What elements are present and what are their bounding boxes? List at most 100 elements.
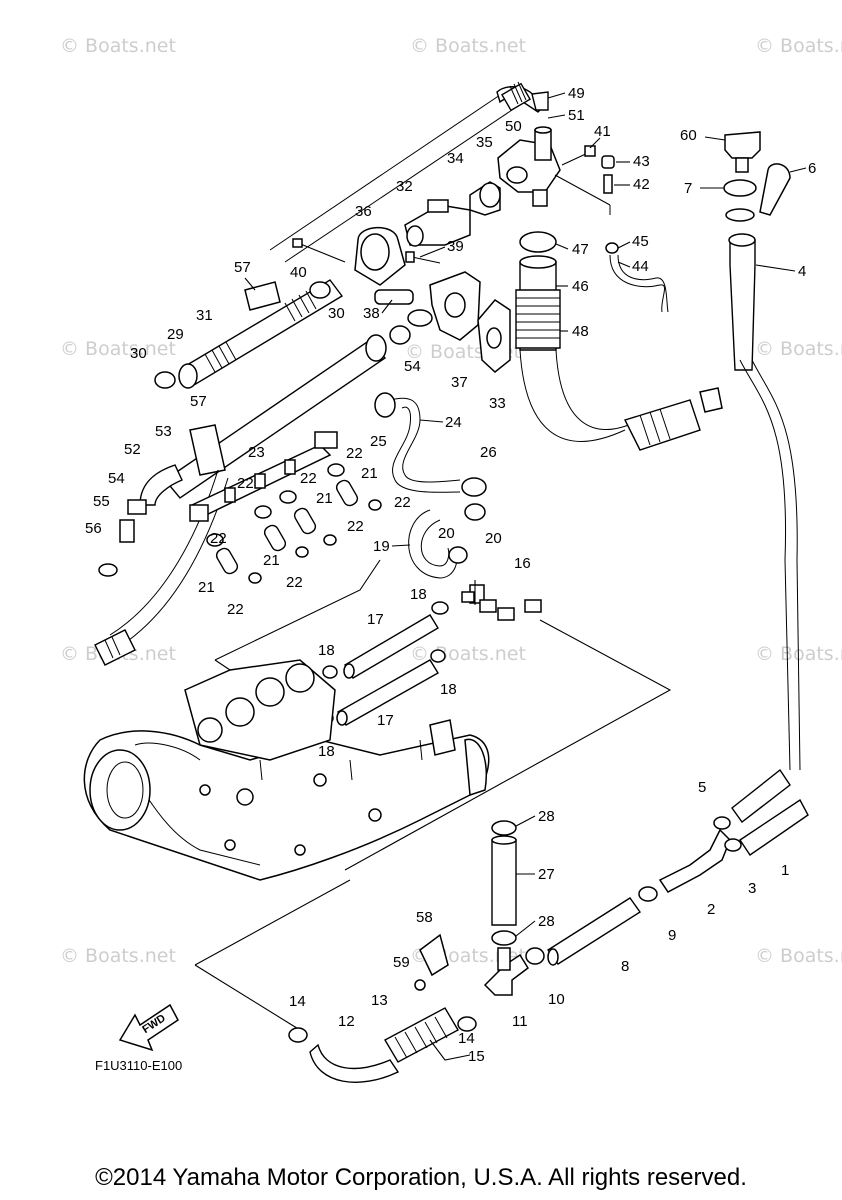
clamp-30: [309, 281, 331, 299]
clamp-56: [98, 563, 118, 577]
fwd-arrow: FWD: [118, 1003, 179, 1052]
callout-10: 10: [548, 991, 565, 1008]
callout-48: 48: [572, 323, 589, 340]
clamp-20a: [464, 503, 486, 521]
upper-assembly: [269, 81, 801, 771]
callout-60: 60: [680, 127, 697, 144]
callout-21: 21: [316, 490, 333, 507]
manifold-23: [189, 431, 338, 522]
callout-37: 37: [451, 374, 468, 391]
callout-50: 50: [505, 118, 522, 135]
clamp-26: [461, 477, 487, 497]
bellows-31b: [284, 290, 317, 322]
parts-diagram: © Boats.net © Boats.net © Boats.net © Bo…: [60, 35, 842, 1083]
bracket-57: [244, 281, 281, 311]
leader-line: [547, 92, 566, 99]
hose-1: [739, 798, 809, 856]
clamp-28a: [491, 820, 517, 836]
leader-line: [515, 815, 536, 827]
callout-40: 40: [290, 264, 307, 281]
hose-upper-1: [731, 768, 791, 823]
leader-line: [617, 241, 631, 249]
callout-21: 21: [198, 579, 215, 596]
callout-14: 14: [289, 993, 306, 1010]
callout-47: 47: [572, 241, 589, 258]
callout-31: 31: [196, 307, 213, 324]
callout-36: 36: [355, 203, 372, 220]
callout-5: 5: [698, 779, 706, 796]
callout-16: 16: [514, 555, 531, 572]
lower-assembly: [288, 768, 809, 1083]
leader-line: [419, 246, 446, 258]
bellows-31: [204, 341, 237, 373]
bracket-58: [419, 933, 449, 977]
watermark: © Boats.net: [60, 338, 176, 360]
filler-neck-4: [729, 239, 756, 371]
bolt-59: [414, 979, 426, 991]
callout-23: 23: [248, 444, 265, 461]
watermark: © Boats.net: [755, 338, 842, 360]
callout-42: 42: [633, 176, 650, 193]
callout-30: 30: [328, 305, 345, 322]
callout-6: 6: [808, 160, 816, 177]
leader-line: [755, 264, 796, 272]
callout-30: 30: [130, 345, 147, 362]
tie-15: [429, 1039, 471, 1061]
callout-20: 20: [485, 530, 502, 547]
callout-17: 17: [377, 712, 394, 729]
clamp-30-left: [154, 371, 176, 389]
callout-24: 24: [445, 414, 462, 431]
callout-53: 53: [155, 423, 172, 440]
callout-21: 21: [361, 465, 378, 482]
callout-18: 18: [318, 642, 335, 659]
clamp-28b: [491, 930, 517, 946]
callout-18: 18: [440, 681, 457, 698]
copyright-notice: ©2014 Yamaha Motor Corporation, U.S.A. A…: [95, 1164, 747, 1191]
bellows-50: [501, 81, 531, 112]
bellows-lower-left: [94, 629, 136, 666]
pipe-27: [491, 839, 517, 926]
clamp-5: [713, 816, 731, 830]
watermark: © Boats.net: [755, 35, 842, 57]
watermark: © Boats.net: [755, 945, 842, 967]
wye-2: [658, 828, 731, 893]
callout-14: 14: [458, 1030, 475, 1047]
leader-line: [617, 261, 631, 268]
callout-12: 12: [338, 1013, 355, 1030]
callout-22: 22: [237, 475, 254, 492]
callout-55: 55: [93, 493, 110, 510]
hose-8: [547, 897, 641, 965]
clamp-3: [724, 838, 742, 852]
leader-line: [515, 920, 536, 937]
drawing-code: F1U3110-E100: [95, 1058, 182, 1073]
nut-7: [723, 179, 757, 197]
clamp-14b: [288, 1027, 308, 1043]
callout-18: 18: [410, 586, 427, 603]
callout-44: 44: [632, 258, 649, 275]
callout-58: 58: [416, 909, 433, 926]
cap-60: [724, 131, 761, 159]
leader-line: [589, 137, 601, 149]
callout-33: 33: [489, 395, 506, 412]
clamp-18: [431, 601, 449, 615]
leader-line: [244, 277, 256, 291]
callout-49: 49: [568, 85, 585, 102]
callout-17: 17: [367, 611, 384, 628]
leader-lines: [244, 92, 807, 937]
callout-22: 22: [346, 445, 363, 462]
callout-57: 57: [190, 393, 207, 410]
leader-line: [704, 136, 726, 141]
callout-19: 19: [373, 538, 390, 555]
callout-28: 28: [538, 913, 555, 930]
callout-2: 2: [707, 901, 715, 918]
bracket-57b: [189, 424, 226, 476]
engine-block: [83, 659, 490, 881]
hose-12: [309, 1043, 400, 1083]
leader-frame: [194, 559, 672, 1031]
watermark: © Boats.net: [60, 945, 176, 967]
leader-line: [555, 243, 569, 250]
callout-7: 7: [684, 180, 692, 197]
callout-35: 35: [476, 134, 493, 151]
callout-22: 22: [227, 601, 244, 618]
